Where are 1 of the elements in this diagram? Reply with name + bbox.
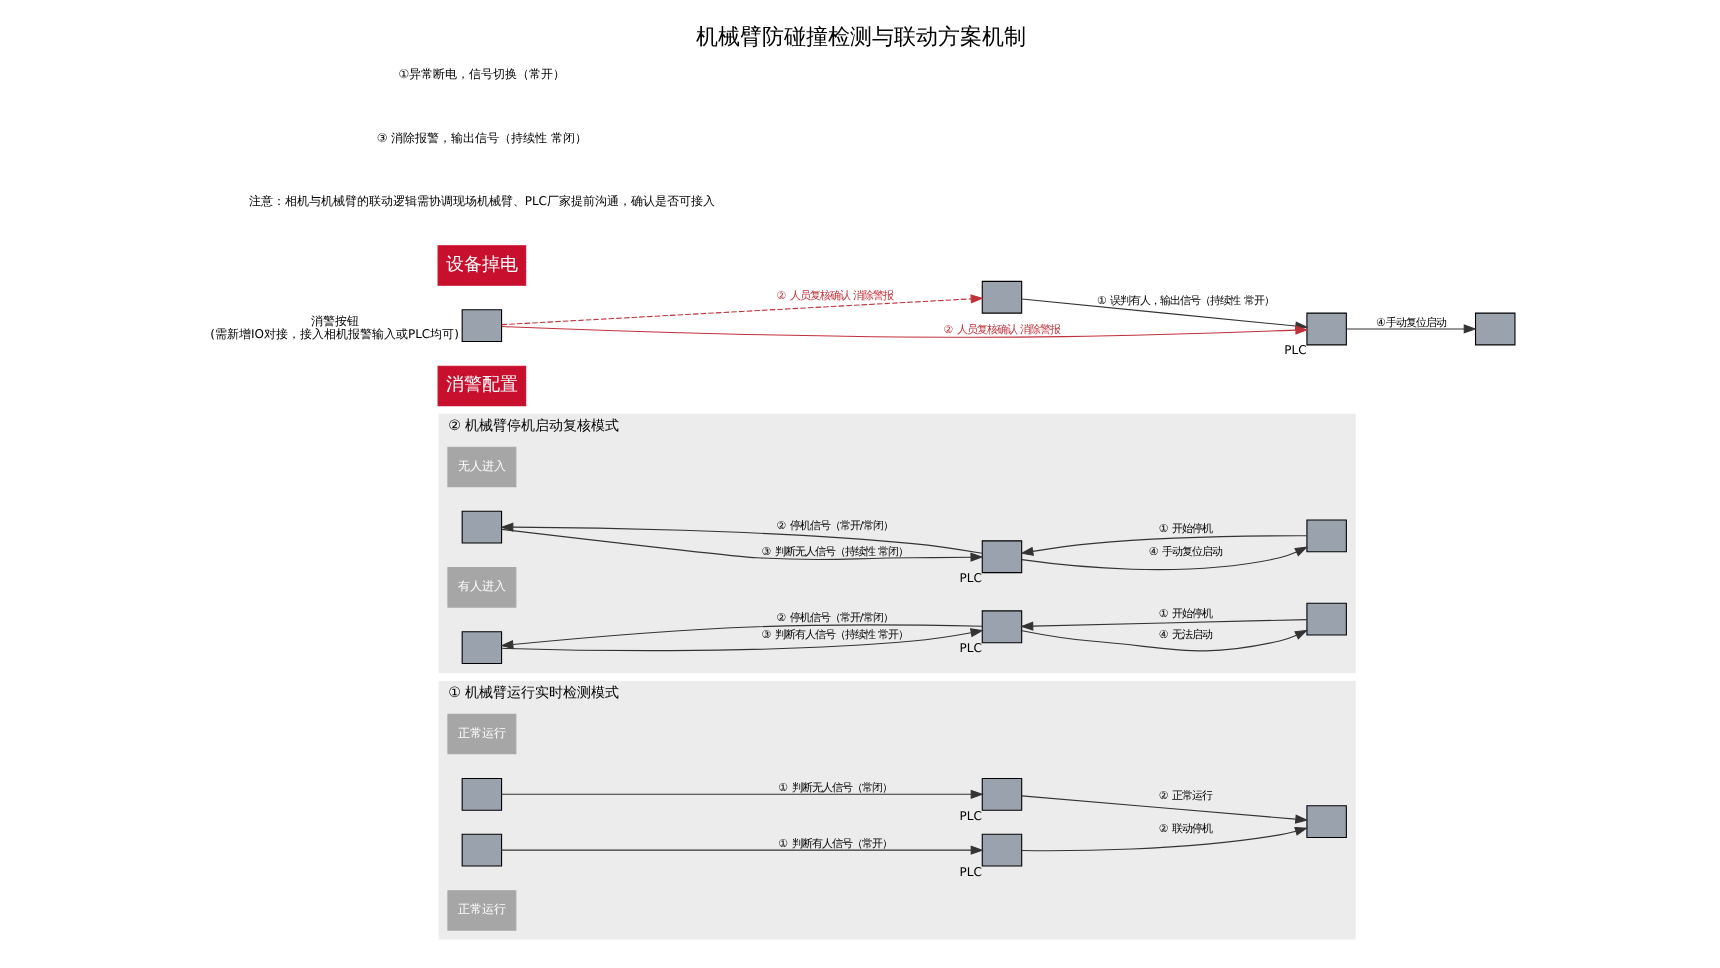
diagram-title: 机械臂防碰撞检测与联动方案机制 (695, 23, 1025, 50)
